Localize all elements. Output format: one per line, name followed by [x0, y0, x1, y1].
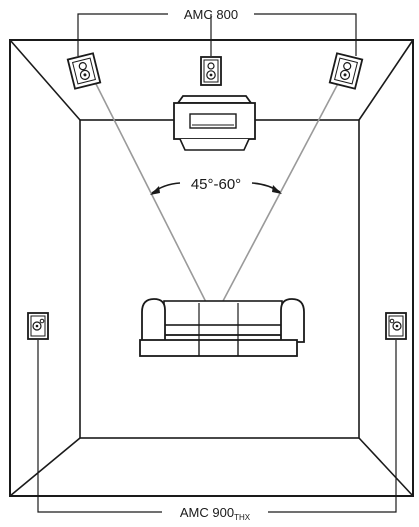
sightlines	[91, 75, 343, 319]
surround-speakers-label: AMC 900THX	[180, 505, 251, 522]
room-edge-bottom-right	[358, 437, 414, 497]
room-back-wall	[79, 119, 360, 439]
television-icon	[173, 95, 256, 151]
sightline-right	[213, 75, 343, 319]
speaker-surround-left-icon	[27, 312, 49, 340]
surround-speakers-bracket	[37, 340, 397, 513]
sightline-left	[91, 75, 215, 319]
surround-speakers-label-main: AMC 900	[180, 505, 234, 520]
speaker-front-left-icon	[66, 52, 102, 90]
front-speakers-label: AMC 800	[184, 7, 238, 22]
speaker-front-center-icon	[200, 56, 222, 86]
sofa-icon	[139, 298, 305, 357]
room-edge-top-left	[9, 39, 81, 121]
angle-label: 45°-60°	[191, 176, 241, 193]
surround-speakers-label-sub: THX	[234, 513, 251, 522]
angle-arrowheads	[150, 185, 282, 195]
speaker-front-right-icon	[328, 52, 364, 90]
speaker-surround-right-icon	[385, 312, 407, 340]
room-edge-top-right	[358, 39, 414, 121]
front-speakers-bracket	[77, 13, 357, 56]
room-edge-bottom-left	[9, 437, 81, 497]
